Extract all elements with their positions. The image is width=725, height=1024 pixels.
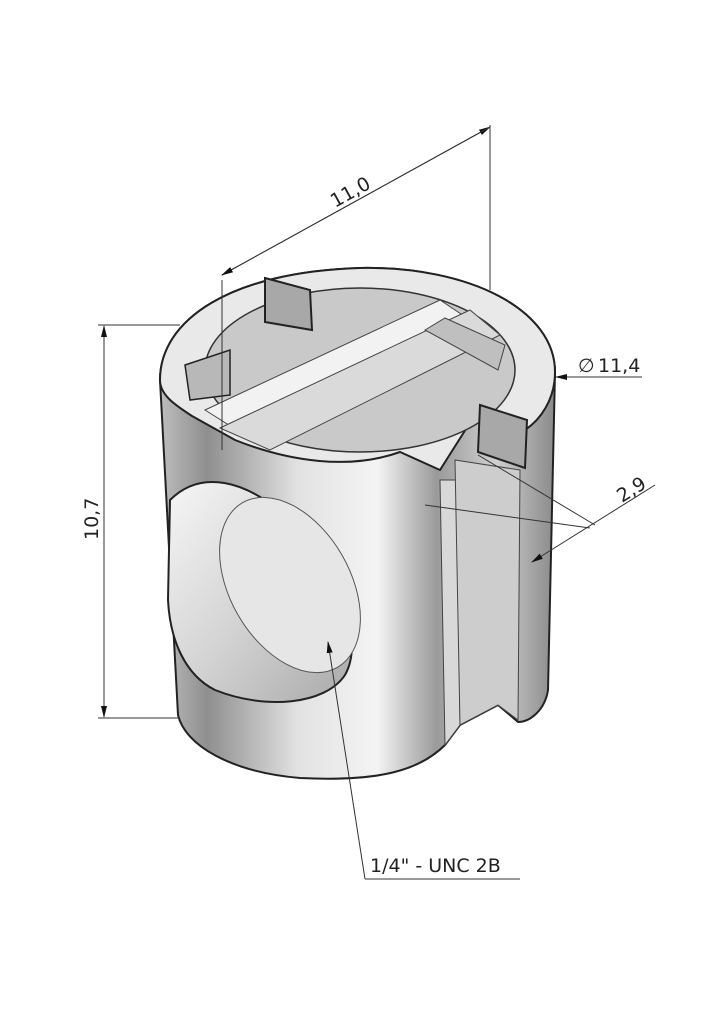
- dimension-diameter: ∅ 11,4: [555, 355, 642, 380]
- thread-callout: 1/4" - UNC 2B: [326, 641, 520, 880]
- dimension-height: 10,7: [81, 324, 180, 719]
- dimension-slot-width-label: 2,9: [613, 473, 650, 508]
- dimension-diameter-label: 11,4: [598, 355, 640, 377]
- diameter-symbol: ∅: [578, 355, 595, 377]
- thread-callout-label: 1/4" - UNC 2B: [370, 855, 501, 877]
- dimension-height-label: 10,7: [81, 498, 103, 540]
- dimension-length-label: 11,0: [327, 173, 375, 213]
- part-body: [158, 266, 557, 780]
